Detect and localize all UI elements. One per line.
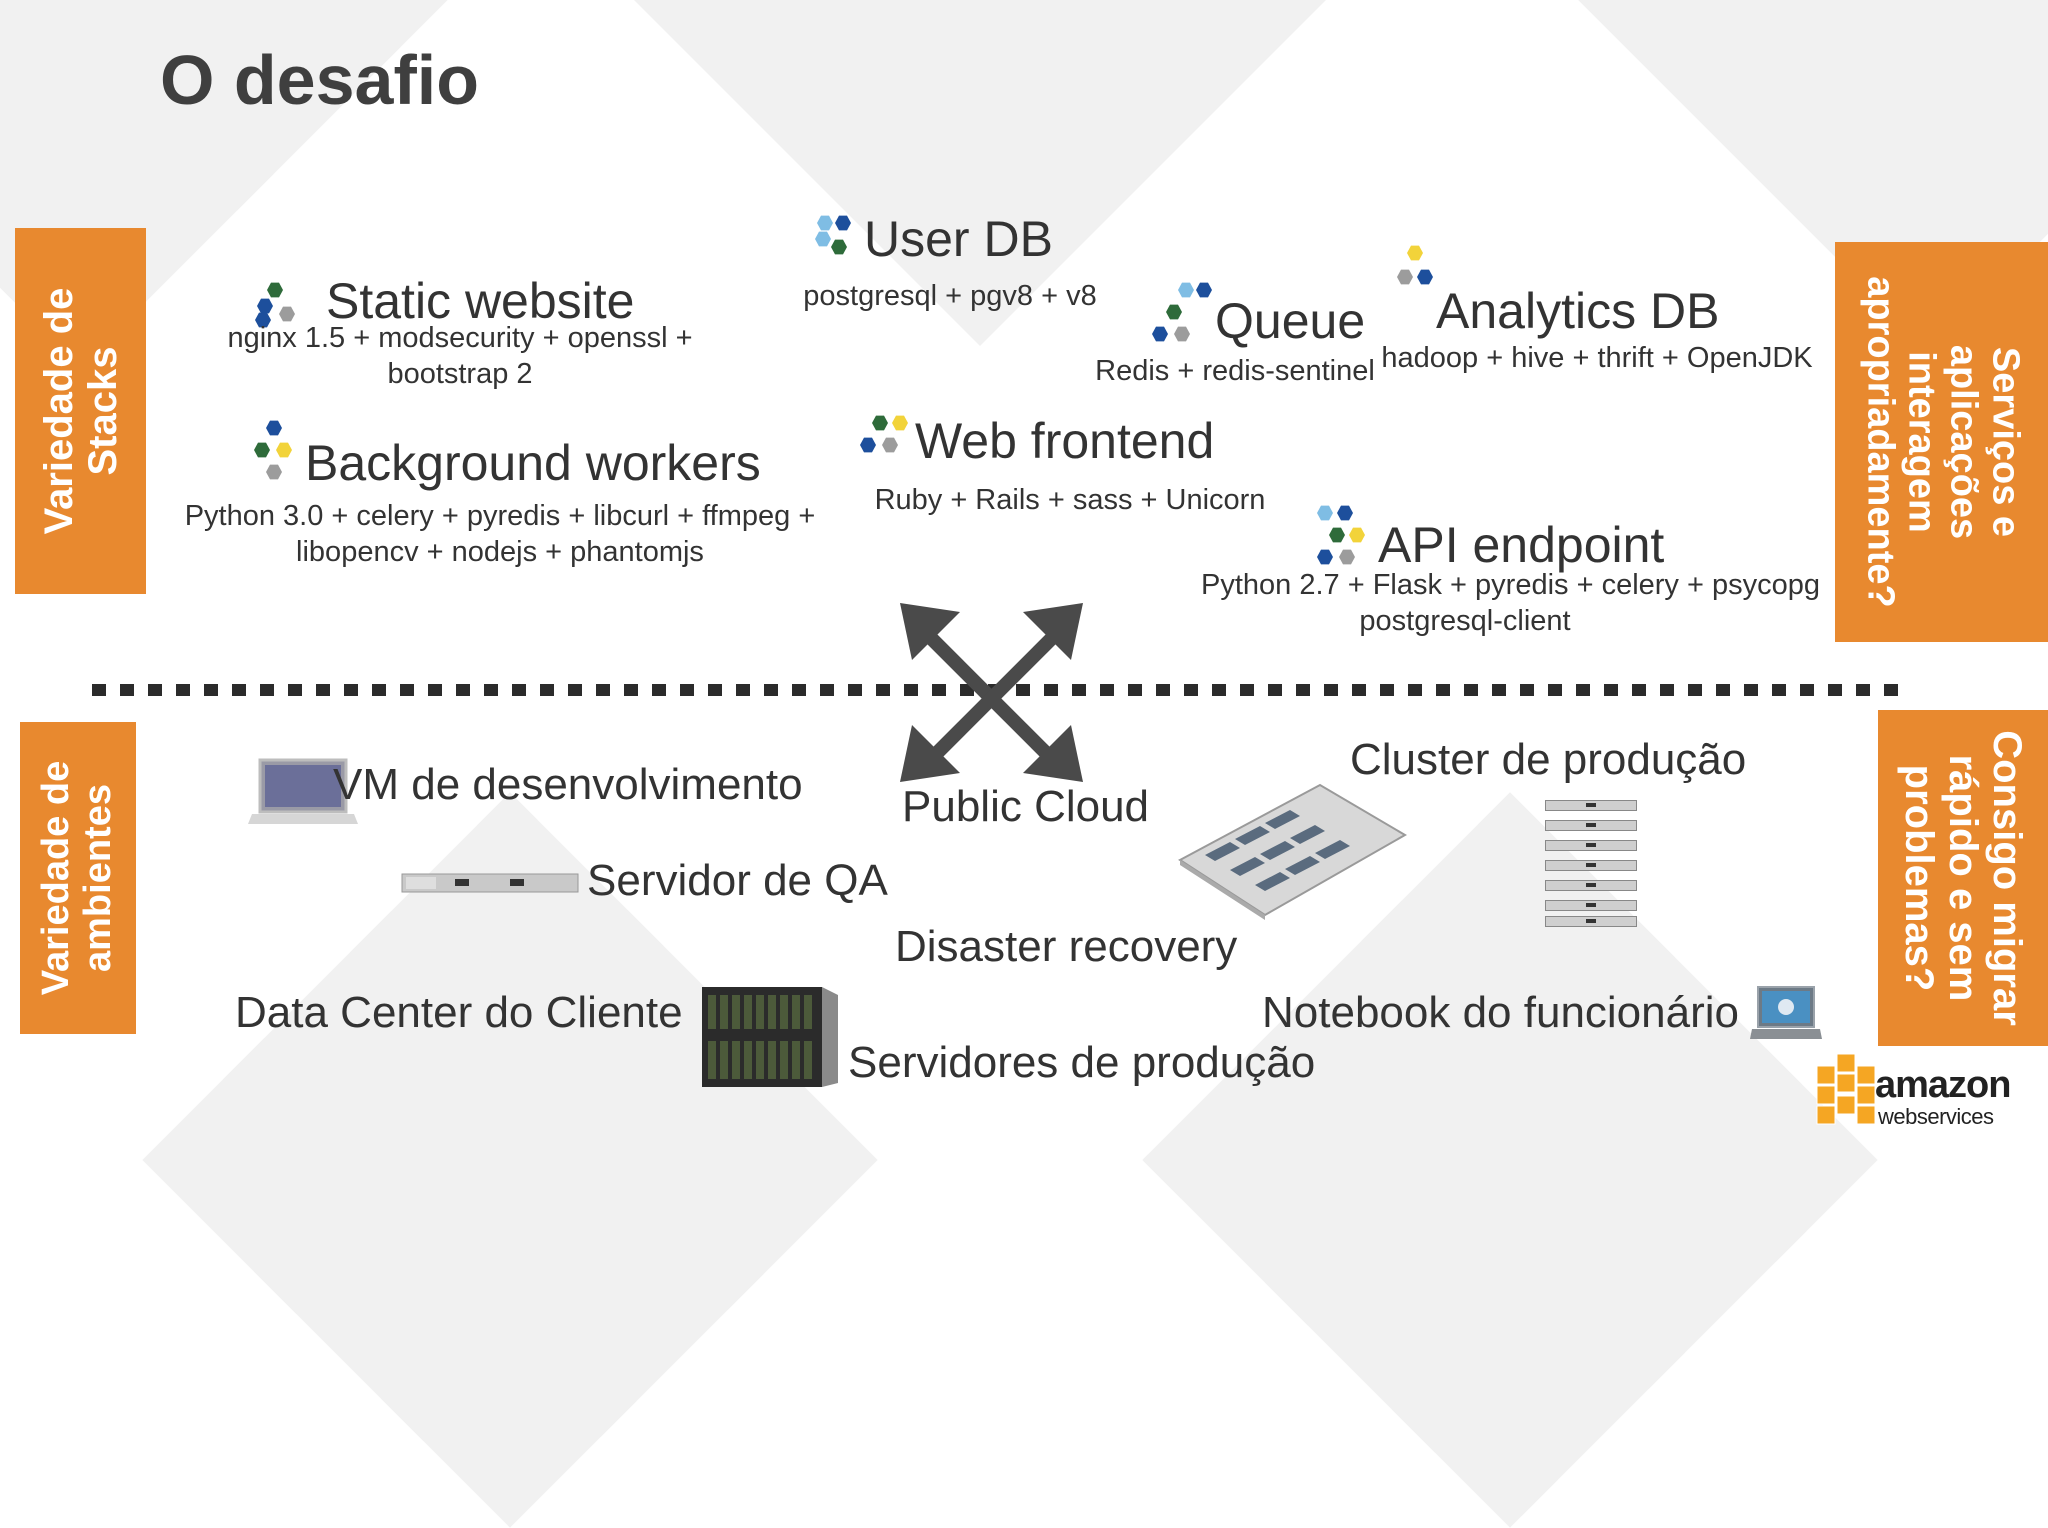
amazon-brand: amazon xyxy=(1875,1064,2011,1106)
analytics-db-title: Analytics DB xyxy=(1436,283,1720,339)
api-endpoint-stack: Python 2.7 + Flask + pyredis + celery + … xyxy=(1195,567,1835,639)
background-workers-stack-line1: Python 3.0 + celery + pyredis + libcurl … xyxy=(184,500,816,532)
production-cluster-label: Cluster de produção xyxy=(1350,735,1747,784)
static-website-title: Static website xyxy=(326,273,635,329)
background-workers-stack: Python 3.0 + celery + pyredis + libcurl … xyxy=(160,498,840,570)
hexagon-cluster-icon xyxy=(1150,280,1212,350)
divider-and-arrows xyxy=(92,603,1910,782)
queue-stack: Redis + redis-sentinel xyxy=(1095,355,1375,387)
hexagon-cluster-icon xyxy=(255,282,300,328)
employee-notebook-label: Notebook do funcionário xyxy=(1262,988,1739,1037)
background-workers-title: Background workers xyxy=(305,435,761,491)
services-interaction-panel: Serviços e aplicações interagem apropria… xyxy=(1835,242,2048,642)
amazon-subbrand: webservices xyxy=(1878,1104,1994,1129)
user-db-title: User DB xyxy=(864,211,1053,267)
static-website-stack-line1: nginx 1.5 + modsecurity + openssl + xyxy=(227,322,693,354)
api-endpoint-title: API endpoint xyxy=(1378,517,1665,573)
customer-dc-label: Data Center do Cliente xyxy=(235,988,683,1037)
user-db-stack: postgresql + pgv8 + v8 xyxy=(803,280,1097,312)
rack-server-icon xyxy=(401,873,579,893)
laptop-icon xyxy=(1750,986,1822,1039)
api-endpoint-stack-line1: Python 2.7 + Flask + pyredis + celery + … xyxy=(1201,569,1820,601)
analytics-db-stack: hadoop + hive + thrift + OpenJDK xyxy=(1381,342,1813,374)
datacenter-icon xyxy=(1178,783,1407,920)
queue-title: Queue xyxy=(1215,293,1366,349)
crossed-arrows-icon xyxy=(900,603,1083,782)
api-endpoint-stack-line2: postgresql-client xyxy=(1359,605,1571,637)
stacks-variety-panel: Variedade de Stacks xyxy=(15,228,146,594)
blade-chassis-icon xyxy=(702,987,838,1087)
hexagon-cluster-icon xyxy=(1395,245,1445,295)
hexagon-cluster-icon xyxy=(1315,505,1375,570)
production-servers-label: Servidores de produção xyxy=(848,1038,1316,1087)
hexagon-cluster-icon xyxy=(858,415,908,465)
static-website-stack-line2: bootstrap 2 xyxy=(387,358,533,390)
qa-server-label: Servidor de QA xyxy=(587,856,888,905)
public-cloud-label: Public Cloud xyxy=(902,782,1150,831)
amazon-logo-icon xyxy=(1816,1053,1876,1125)
laptop-icon xyxy=(248,758,358,824)
dev-vm-label: VM de desenvolvimento xyxy=(333,760,803,809)
disaster-recovery-label: Disaster recovery xyxy=(895,922,1238,971)
server-stack-icon xyxy=(1545,800,1637,928)
web-frontend-title: Web frontend xyxy=(915,413,1215,469)
slide-title: O desafio xyxy=(160,41,479,119)
static-website-stack: nginx 1.5 + modsecurity + openssl + boot… xyxy=(170,320,750,392)
hexagon-cluster-icon xyxy=(815,215,860,260)
environments-variety-panel: Variedade de ambientes xyxy=(20,722,136,1034)
web-frontend-stack: Ruby + Rails + sass + Unicorn xyxy=(874,484,1266,516)
background-workers-stack-line2: libopencv + nodejs + phantomjs xyxy=(296,536,704,568)
hexagon-cluster-icon xyxy=(252,420,297,485)
migration-panel: Consigo migrar rápido e sem problemas? xyxy=(1878,710,2048,1046)
